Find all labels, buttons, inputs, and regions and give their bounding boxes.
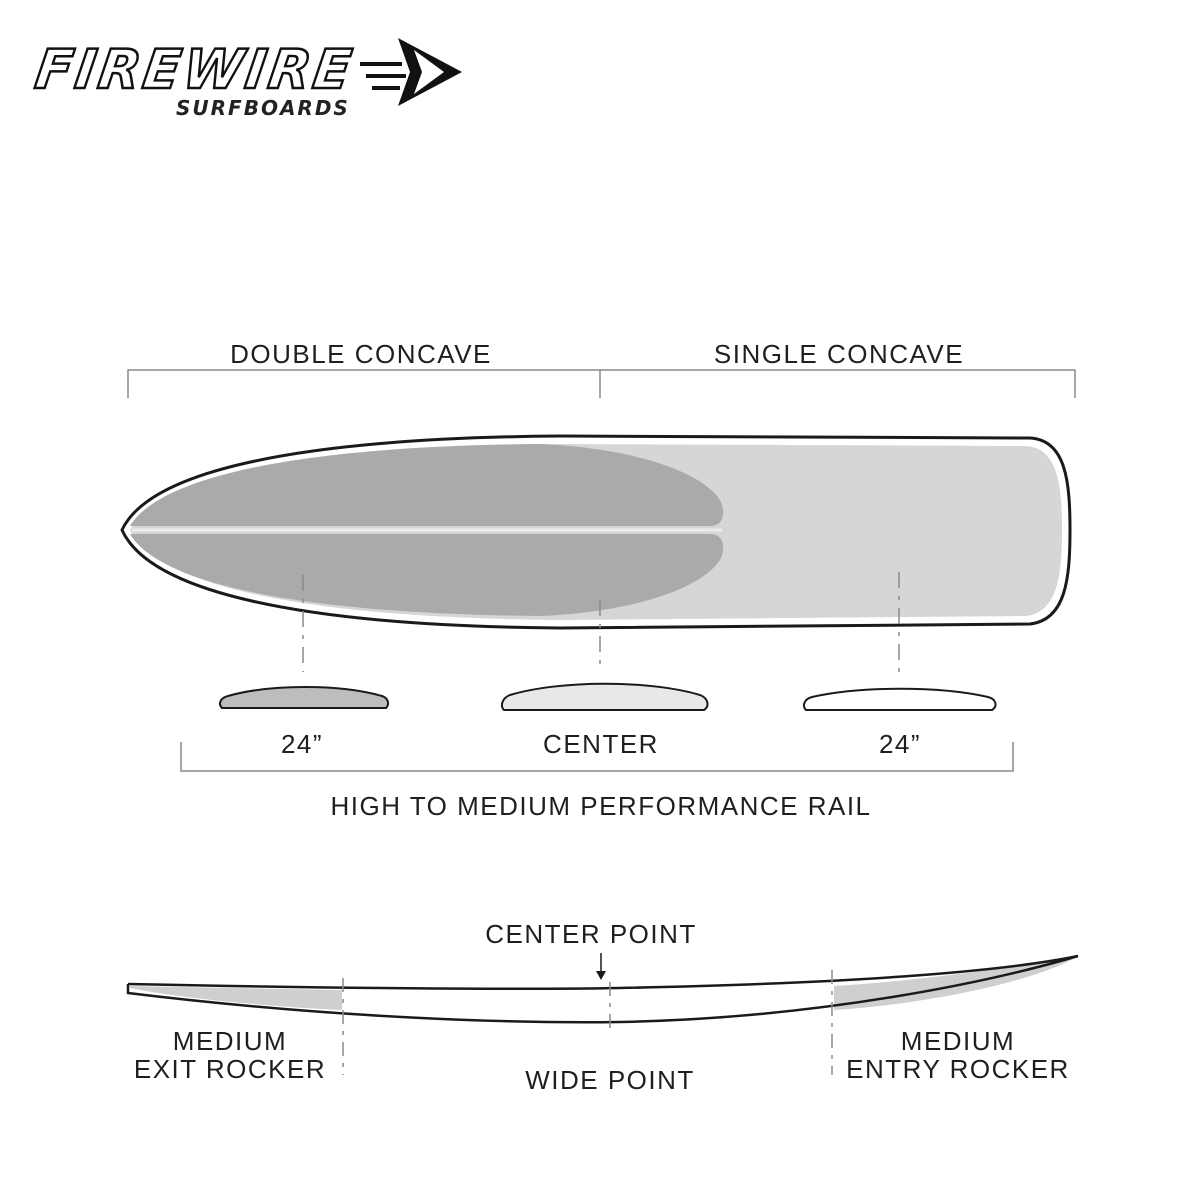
exit-rocker-label-line2: EXIT ROCKER xyxy=(133,1054,327,1084)
single-concave-bracket xyxy=(600,369,1076,398)
brand-subtitle: SURFBOARDS xyxy=(176,96,350,120)
double-concave-bracket xyxy=(127,369,601,398)
rail-right-label: 24” xyxy=(878,729,922,759)
double-concave-upper-channel xyxy=(130,444,724,526)
entry-rocker-label-line1: MEDIUM xyxy=(900,1026,1016,1056)
entry-rocker-label-line2: ENTRY ROCKER xyxy=(846,1054,1070,1084)
section-guides xyxy=(302,572,900,672)
rocker-profile xyxy=(126,953,1079,1075)
rail-section-left xyxy=(219,686,390,709)
double-concave-lower-channel xyxy=(130,534,724,616)
firewire-logo: FIREWIRE SURFBOARDS xyxy=(30,30,470,130)
double-concave-label: DOUBLE CONCAVE xyxy=(230,339,492,369)
zone-brackets xyxy=(127,369,1076,398)
entry-rocker-area xyxy=(834,956,1078,1010)
arrow-logo-icon xyxy=(360,38,462,106)
exit-rocker-area xyxy=(130,986,342,1010)
rail-section-right xyxy=(803,687,997,711)
wide-point-label: WIDE POINT xyxy=(525,1065,695,1095)
rocker-bottom-line xyxy=(126,954,1079,1024)
center-point-label: CENTER POINT xyxy=(485,919,697,949)
rail-left-label: 24” xyxy=(280,729,324,759)
board-bottom-view xyxy=(120,434,1072,630)
rail-center-label: CENTER xyxy=(543,729,659,759)
single-concave-label: SINGLE CONCAVE xyxy=(713,339,965,369)
rocker-deck-line xyxy=(127,954,1079,991)
center-point-arrow-icon xyxy=(596,953,606,980)
rail-caption: HIGH TO MEDIUM PERFORMANCE RAIL xyxy=(330,791,872,821)
rail-bracket xyxy=(180,742,1014,772)
exit-rocker-label-line1: MEDIUM xyxy=(172,1026,288,1056)
rail-section-center xyxy=(501,682,709,711)
rail-sections xyxy=(219,682,997,711)
